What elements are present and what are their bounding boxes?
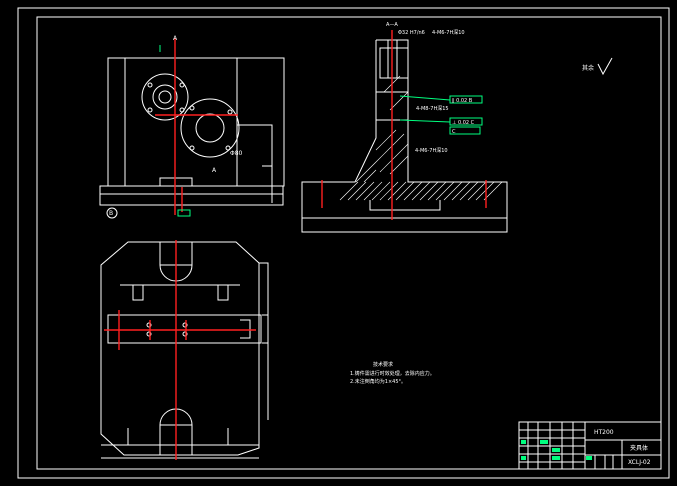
datum-c-label: C bbox=[452, 129, 456, 135]
section-center-lines bbox=[321, 30, 487, 220]
top-view bbox=[100, 241, 269, 459]
part-name-label: 夹具体 bbox=[630, 444, 648, 452]
notes-line-1: 1.铸件需进行时效处理，去除内应力。 bbox=[350, 370, 435, 377]
drawing-number-label: XCLJ-02 bbox=[628, 459, 651, 466]
title-block-text: HT200 夹具体 XCLJ-02 bbox=[594, 429, 651, 466]
sheet-border-inner bbox=[36, 16, 662, 470]
fit-callout: Φ32 H7/n6 bbox=[398, 30, 425, 36]
roughness-note: 其余 bbox=[582, 57, 613, 76]
section-title: A—A bbox=[386, 22, 398, 28]
holes-callout-mid: 4-M8-7H深15 bbox=[416, 105, 449, 112]
front-view bbox=[99, 57, 285, 206]
material-label: HT200 bbox=[594, 429, 614, 436]
section-view bbox=[301, 39, 508, 233]
section-hatch bbox=[339, 75, 503, 201]
notes-heading: 技术要求 bbox=[373, 361, 393, 368]
holes-callout-low: 4-M6-7H深10 bbox=[415, 147, 448, 154]
sheet-border-outer bbox=[17, 7, 670, 479]
tol-parallel: ∥ 0.02 B bbox=[452, 98, 473, 104]
section-marker-bottom: A bbox=[212, 167, 217, 174]
front-view-center-lines bbox=[155, 38, 238, 215]
holes-callout-top: 4-M6-7H深10 bbox=[432, 29, 465, 36]
datum-b-circle bbox=[106, 207, 118, 219]
technical-notes: 技术要求 1.铸件需进行时效处理，去除内应力。 2.未注倒角均为1×45°。 bbox=[350, 361, 435, 385]
front-view-callouts: A A Φ80 B bbox=[109, 35, 243, 217]
front-view-small-holes bbox=[147, 82, 233, 151]
datum-b-label: B bbox=[109, 210, 113, 217]
notes-line-2: 2.未注倒角均为1×45°。 bbox=[350, 378, 406, 385]
section-marker-top: A bbox=[173, 35, 178, 42]
front-view-dimensions bbox=[159, 45, 191, 217]
title-block bbox=[518, 421, 662, 470]
section-dimensions bbox=[399, 95, 483, 135]
roughness-label: 其余 bbox=[582, 64, 594, 72]
diameter-label: Φ80 bbox=[230, 150, 243, 157]
top-view-center-lines bbox=[104, 240, 256, 460]
tol-perp: ⊥ 0.02 C bbox=[452, 120, 475, 126]
section-callouts: A—A Φ32 H7/n6 4-M6-7H深10 4-M8-7H深15 4-M6… bbox=[386, 22, 475, 154]
title-block-marks bbox=[521, 440, 592, 460]
roughness-check-icon bbox=[597, 57, 613, 76]
